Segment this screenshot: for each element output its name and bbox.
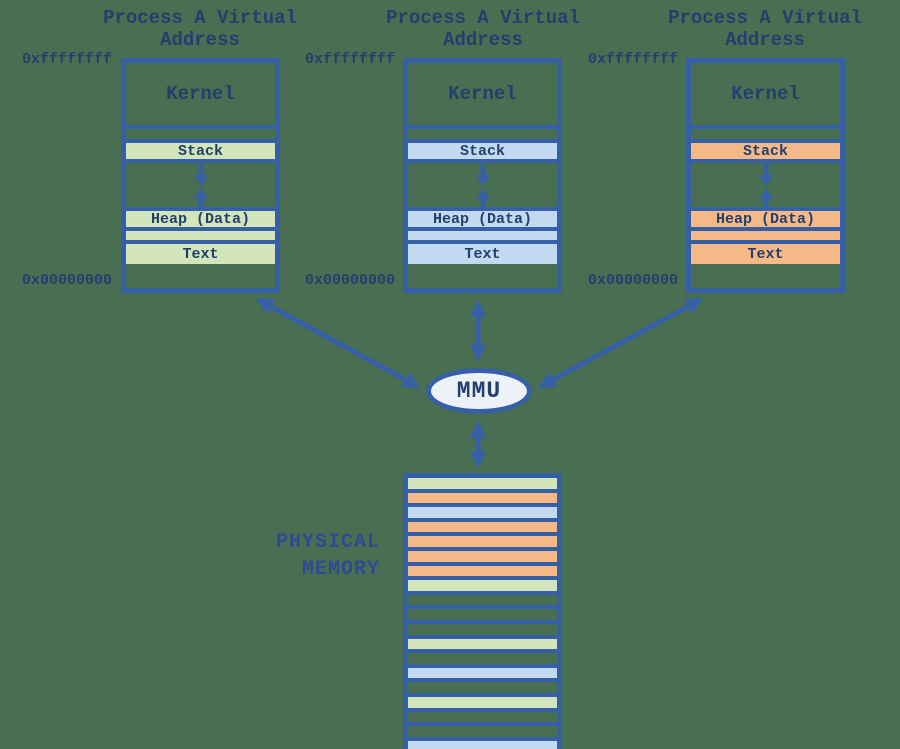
process-3-title: Process A Virtual Address xyxy=(645,7,885,51)
process-3-data-strip xyxy=(691,231,840,244)
physical-memory-box xyxy=(403,473,562,749)
memory-frame-bar xyxy=(408,580,557,595)
memory-frame-bar xyxy=(408,726,557,741)
memory-frame-bar xyxy=(408,536,557,551)
physical-memory-label: PHYSICAL MEMORY xyxy=(230,529,380,583)
process-3-to-mmu-arrow xyxy=(538,297,703,389)
memory-frame-bar xyxy=(408,550,557,566)
process-1-addr-high: 0xffffffff xyxy=(21,51,112,68)
process-1-heap-section: Heap (Data) xyxy=(126,211,275,231)
process-1-text-section: Text xyxy=(126,244,275,264)
process-2-empty-section xyxy=(408,129,557,143)
process-2-heap-section: Heap (Data) xyxy=(408,211,557,231)
stack-heap-growth-arrows-icon xyxy=(193,164,208,210)
memory-frame-bar xyxy=(408,682,557,697)
process-2-title-line1: Process A Virtual xyxy=(386,7,580,29)
memory-frame-bar xyxy=(408,565,557,581)
mmu-ellipse: MMU xyxy=(426,368,532,414)
memory-frame-bar xyxy=(408,712,557,727)
memory-frame-bar xyxy=(408,696,557,712)
process-3-title-line2: Address xyxy=(725,29,805,51)
process-2-stack-section: Stack xyxy=(408,143,557,163)
process-3-heap-section: Heap (Data) xyxy=(691,211,840,231)
process-1-to-mmu-arrow xyxy=(256,297,420,389)
memory-frame-bar xyxy=(408,478,557,493)
process-3-empty-section xyxy=(691,129,840,143)
memory-frame-bar xyxy=(408,521,557,537)
process-2-addr-low: 0x00000000 xyxy=(304,272,395,289)
physical-memory-label-line2: MEMORY xyxy=(301,558,380,581)
process-3-addr-high: 0xffffffff xyxy=(587,51,678,68)
process-2-title-line2: Address xyxy=(443,29,523,51)
memory-frame-bar xyxy=(408,653,557,668)
process-1-empty-section xyxy=(126,129,275,143)
process-2-growth-section xyxy=(408,163,557,211)
memory-frame-bar xyxy=(408,595,557,610)
process-2-data-strip xyxy=(408,231,557,244)
process-1-addr-low: 0x00000000 xyxy=(21,272,112,289)
process-2-text-section: Text xyxy=(408,244,557,264)
stack-heap-growth-arrows-icon xyxy=(475,164,490,210)
process-2-title: Process A Virtual Address xyxy=(363,7,603,51)
memory-frame-bar xyxy=(408,507,557,522)
process-3-address-space: Kernel Stack Heap (Data) Text xyxy=(686,58,845,293)
physical-memory-label-line1: PHYSICAL xyxy=(275,531,380,554)
process-3-kernel-section: Kernel xyxy=(691,63,840,129)
memory-frame-bar xyxy=(408,492,557,508)
memory-frame-bar xyxy=(408,740,557,749)
memory-frame-bar xyxy=(408,638,557,654)
process-1-title: Process A Virtual Address xyxy=(80,7,320,51)
process-3-text-section: Text xyxy=(691,244,840,264)
stack-heap-growth-arrows-icon xyxy=(758,164,773,210)
process-3-addr-low: 0x00000000 xyxy=(587,272,678,289)
process-1-stack-section: Stack xyxy=(126,143,275,163)
process-3-stack-section: Stack xyxy=(691,143,840,163)
process-2-address-space: Kernel Stack Heap (Data) Text xyxy=(403,58,562,293)
process-1-kernel-section: Kernel xyxy=(126,63,275,129)
physical-memory-bars xyxy=(408,478,557,749)
process-2-addr-high: 0xffffffff xyxy=(304,51,395,68)
process-3-title-line1: Process A Virtual xyxy=(668,7,862,29)
process-3-growth-section xyxy=(691,163,840,211)
memory-frame-bar xyxy=(408,667,557,683)
memory-frame-bar xyxy=(408,624,557,639)
process-1-address-space: Kernel Stack Heap (Data) Text xyxy=(121,58,280,293)
process-1-data-strip xyxy=(126,231,275,244)
memory-frame-bar xyxy=(408,609,557,624)
process-1-title-line1: Process A Virtual xyxy=(103,7,297,29)
process-1-growth-section xyxy=(126,163,275,211)
process-1-title-line2: Address xyxy=(160,29,240,51)
process-2-kernel-section: Kernel xyxy=(408,63,557,129)
